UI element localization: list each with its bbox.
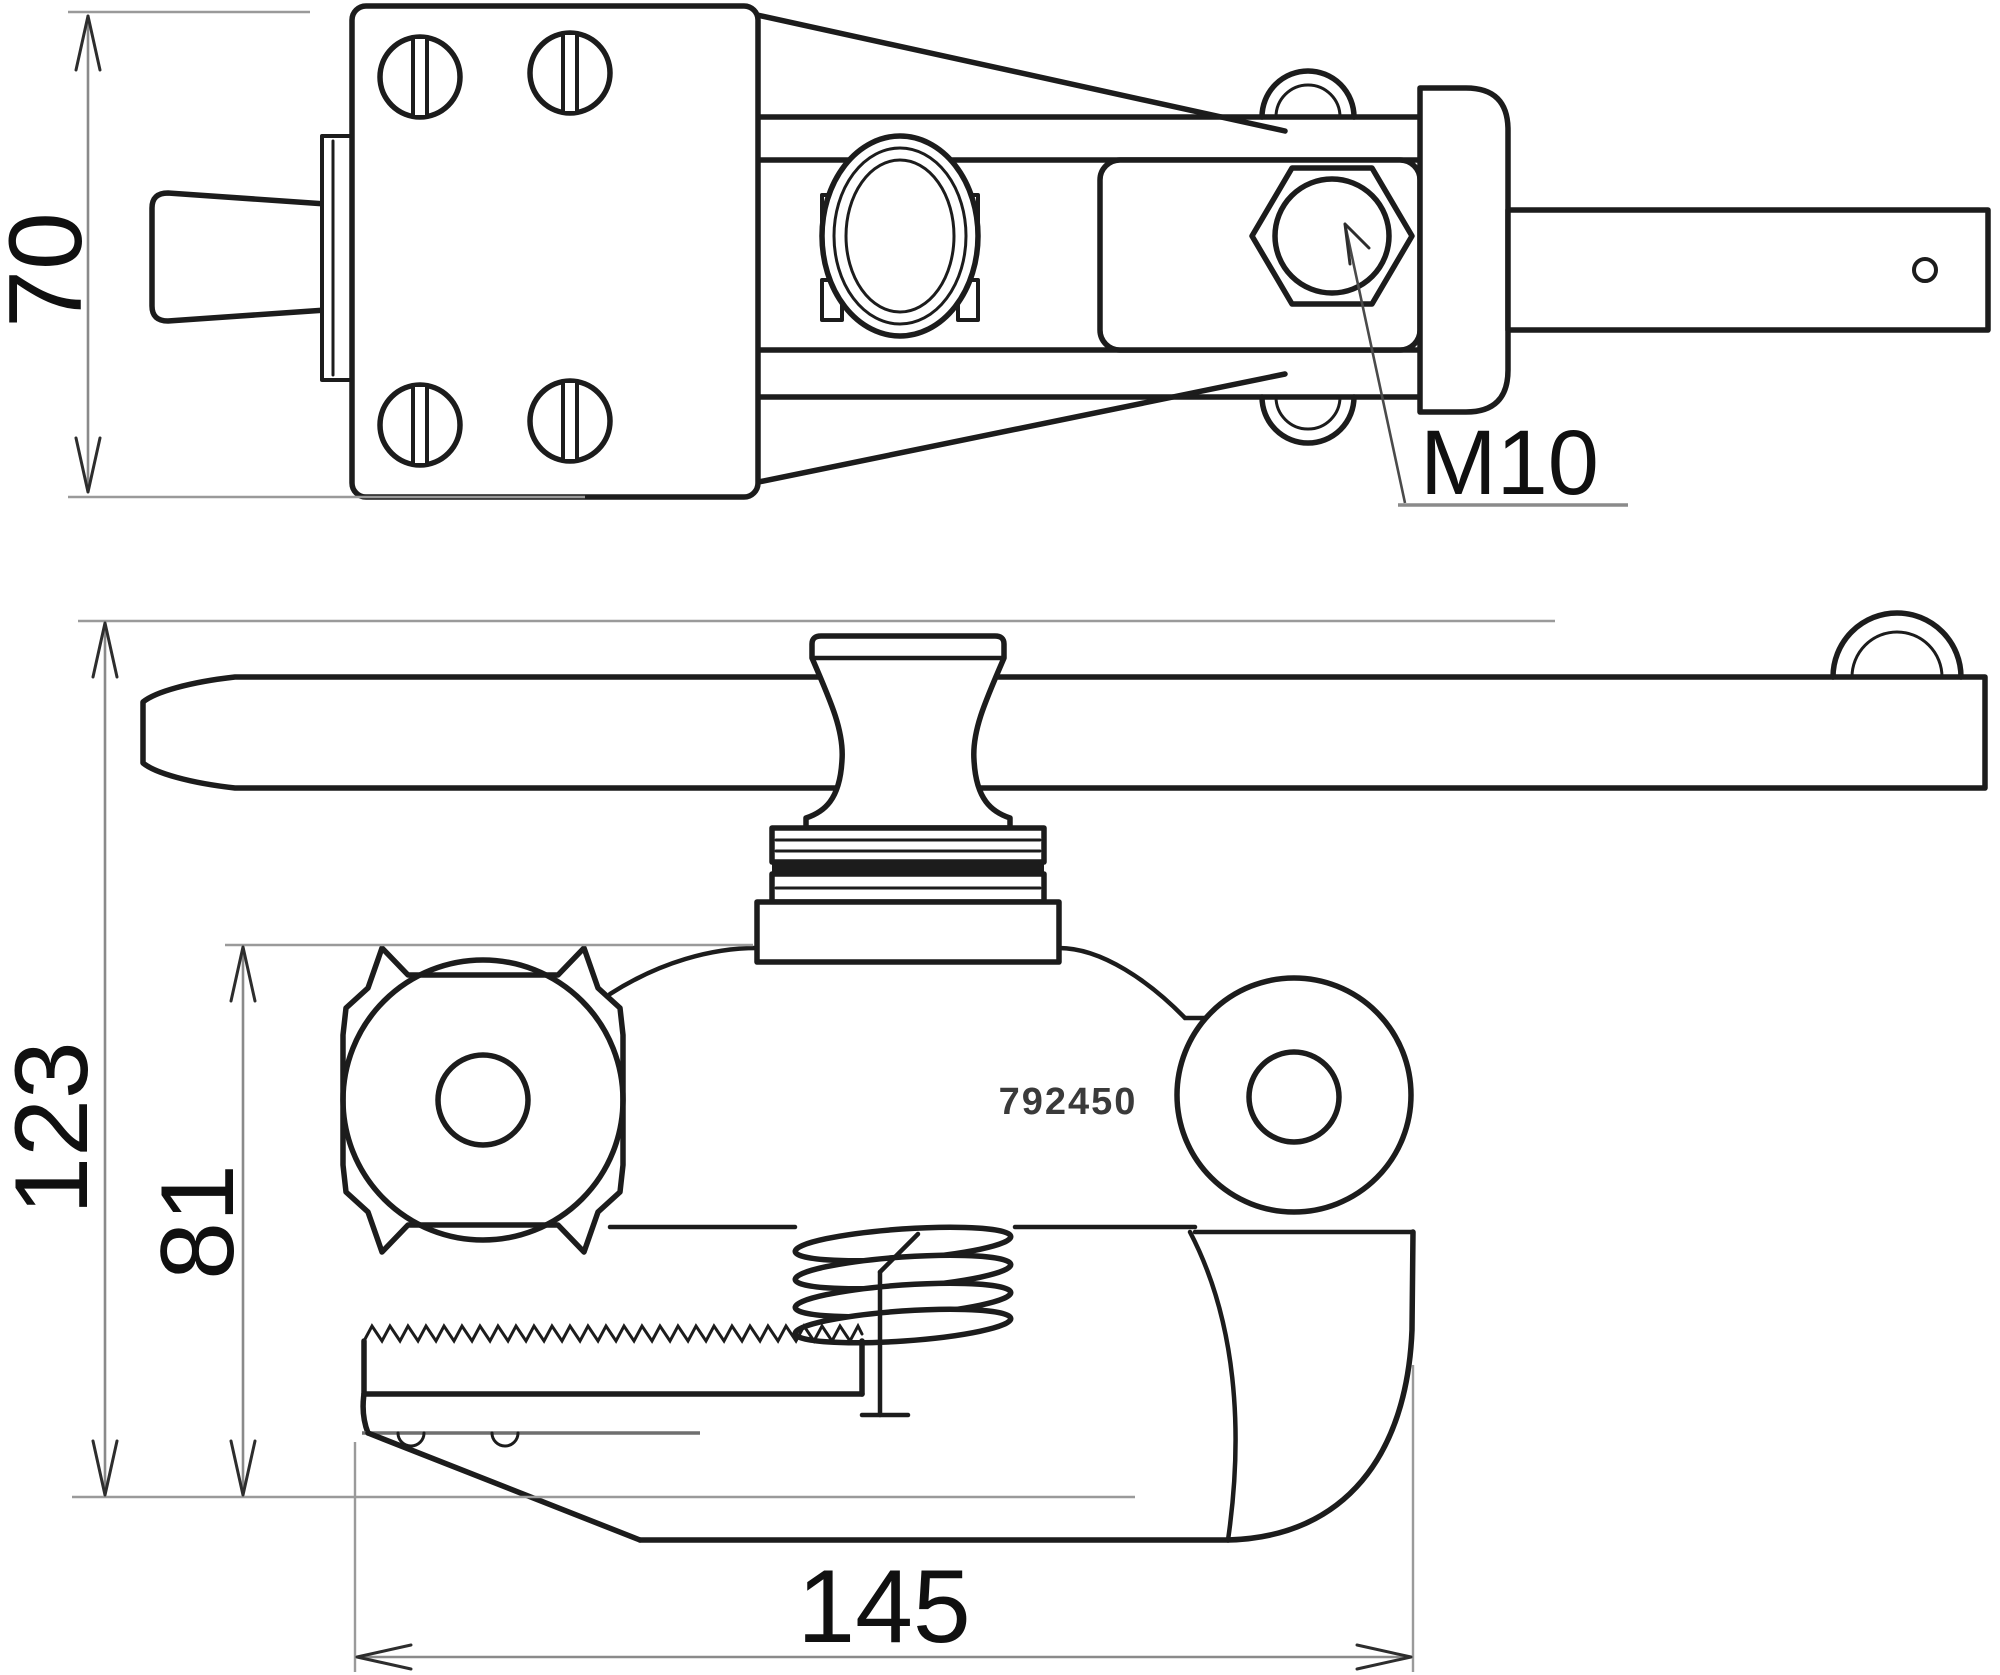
spindle-knob [803, 633, 1013, 831]
slotted-screw-top-right [527, 30, 613, 116]
dimension-70: 70 [0, 10, 585, 499]
guide-chamfer [877, 1231, 921, 1275]
rivet-bump-top-outer [1259, 68, 1357, 120]
slotted-screw-bottom-left [377, 382, 463, 468]
arm-head-hole [1246, 1049, 1342, 1145]
spindle-flange [754, 899, 1062, 965]
front-view: 792450 [140, 610, 1988, 1543]
rivet-bump-bottom-inner [1274, 395, 1342, 431]
dim-70-label: 70 [0, 212, 104, 328]
bar-end-bump-inner [1850, 630, 1944, 679]
handle-end-knob [149, 190, 329, 324]
dim-123-label: 123 [0, 1041, 110, 1215]
part-number-label: 792450 [999, 1081, 1138, 1123]
side-view [149, 3, 1991, 500]
mount-strip [320, 134, 354, 382]
hex-bolt [1249, 165, 1415, 307]
t-handle-bar [140, 674, 1988, 791]
body-inner-curve [1187, 1229, 1238, 1543]
shaft-bar [1505, 207, 1991, 333]
roller-hole [435, 1052, 531, 1148]
dim-81-label: 81 [140, 1164, 256, 1280]
spindle-knob-end-view [819, 133, 981, 339]
knurled-roller [340, 945, 626, 1255]
dim-145-label: 145 [797, 1549, 971, 1665]
rivet-bump-top-inner [1274, 83, 1342, 119]
base-notch-1 [396, 1431, 426, 1448]
threaded-stem [769, 825, 1047, 905]
slotted-screw-bottom-right [527, 378, 613, 464]
pressure-spring [792, 1224, 1014, 1346]
bar-end-bump-outer [1830, 610, 1964, 680]
body-bottom-diagonal [365, 1430, 643, 1543]
upper-diagonal-edge [727, 6, 1288, 134]
slotted-screw-top-left [377, 34, 463, 120]
jaw-teeth [362, 1322, 864, 1344]
dimensions: 70 M10 123 81 [0, 10, 1628, 1672]
end-cap [1417, 85, 1511, 415]
base-notch-2 [490, 1431, 520, 1448]
serrated-jaw [360, 1322, 865, 1436]
arm-dome-left [607, 945, 760, 997]
dimension-123: 123 [0, 619, 1555, 1499]
arm-dome-right [1056, 945, 1253, 1021]
lower-diagonal-edge [697, 371, 1288, 497]
body-outer-right-curve [1225, 1229, 1416, 1543]
dimension-81: 81 [140, 943, 753, 1497]
rivet-bump-bottom-outer [1259, 394, 1357, 446]
shaft-hole [1912, 257, 1938, 283]
thread-callout-label: M10 [1420, 412, 1599, 514]
callout-m10: M10 [1343, 222, 1628, 514]
dimension-145: 145 [353, 1365, 1415, 1672]
